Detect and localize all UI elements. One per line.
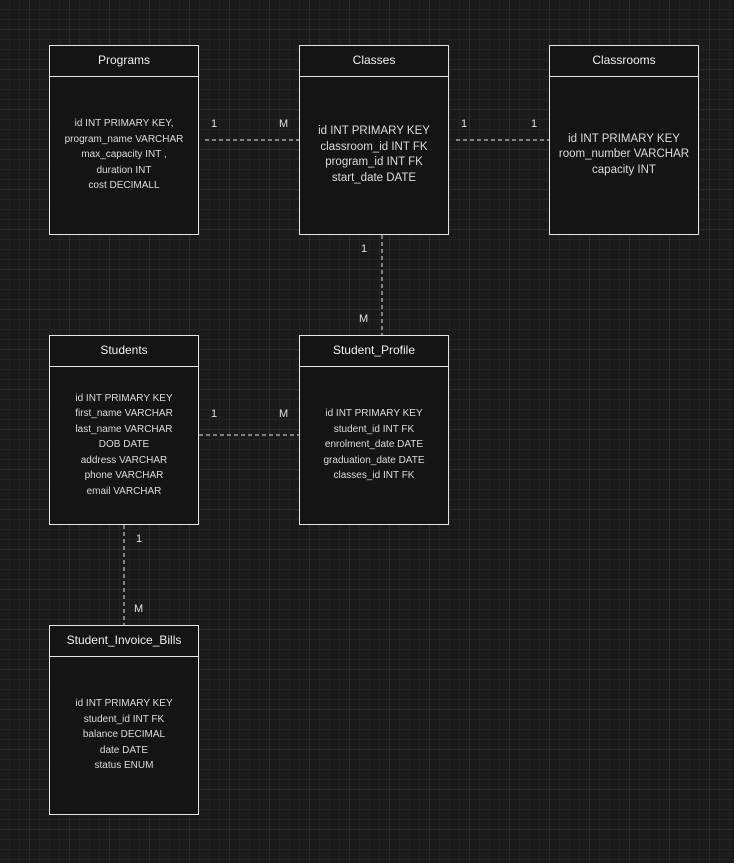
entity-students[interactable]: Students id INT PRIMARY KEY first_name V… [49,335,199,525]
entity-programs-title: Programs [50,46,198,77]
attribute: date DATE [99,744,149,756]
attribute-list: id INT PRIMARY KEY student_id INT FK enr… [324,406,425,484]
entity-classrooms-body: id INT PRIMARY KEY room_number VARCHAR c… [550,76,698,234]
attribute: program_name VARCHAR [64,133,184,145]
attribute-list: id INT PRIMARY KEY first_name VARCHAR la… [75,391,173,500]
attribute: student_id INT FK [333,423,415,435]
attribute-list: id INT PRIMARY KEY, program_name VARCHAR… [65,116,184,194]
attribute: capacity INT [592,163,656,176]
attribute: address VARCHAR [80,454,168,466]
attribute: balance DECIMAL [82,729,166,741]
entity-programs[interactable]: Programs id INT PRIMARY KEY, program_nam… [49,45,199,235]
attribute: enrolment_date DATE [324,439,424,451]
attribute: cost DECIMALL [88,180,160,192]
entity-students-title: Students [50,336,198,367]
cardinality-invoice-bills-many: M [134,603,144,615]
entity-classes[interactable]: Classes id INT PRIMARY KEY classroom_id … [299,45,449,235]
entity-student-invoice-bills-body: id INT PRIMARY KEY student_id INT FK bal… [50,656,198,814]
attribute: id INT PRIMARY KEY, [74,118,174,130]
attribute: graduation_date DATE [323,454,425,466]
attribute: status ENUM [94,760,154,772]
cardinality-student-profile-many-2: M [279,408,289,420]
entity-student-invoice-bills[interactable]: Student_Invoice_Bills id INT PRIMARY KEY… [49,625,199,815]
entity-students-body: id INT PRIMARY KEY first_name VARCHAR la… [50,366,198,524]
attribute: program_id INT FK [325,156,423,168]
attribute-list: id INT PRIMARY KEY room_number VARCHAR c… [559,132,689,179]
cardinality-classes-one-left: 1 [461,118,468,130]
entity-programs-body: id INT PRIMARY KEY, program_name VARCHAR… [50,76,198,234]
attribute: room_number VARCHAR [558,148,690,161]
cardinality-students-one-2: 1 [136,533,143,545]
attribute-list: id INT PRIMARY KEY classroom_id INT FK p… [318,124,430,186]
attribute: classes_id INT FK [333,470,415,482]
entity-student-profile[interactable]: Student_Profile id INT PRIMARY KEY stude… [299,335,449,525]
entity-student-profile-body: id INT PRIMARY KEY student_id INT FK enr… [300,366,448,524]
attribute: email VARCHAR [86,485,162,497]
attribute: DOB DATE [98,439,150,451]
cardinality-programs-one: 1 [211,118,218,130]
attribute: student_id INT FK [83,713,165,725]
entity-classrooms[interactable]: Classrooms id INT PRIMARY KEY room_numbe… [549,45,699,235]
attribute: id INT PRIMARY KEY [325,408,423,420]
attribute: id INT PRIMARY KEY [568,132,680,145]
cardinality-classes-many: M [279,118,289,130]
entity-classrooms-title: Classrooms [550,46,698,77]
entity-student-profile-title: Student_Profile [300,336,448,367]
attribute: duration INT [96,164,152,176]
attribute: id INT PRIMARY KEY [75,392,173,404]
attribute: classroom_id INT FK [320,140,428,153]
cardinality-classrooms-one-right: 1 [531,118,538,130]
cardinality-students-one: 1 [211,408,218,420]
attribute: last_name VARCHAR [75,423,173,435]
attribute: id INT PRIMARY KEY [318,125,430,137]
attribute: phone VARCHAR [84,470,164,482]
attribute-list: id INT PRIMARY KEY student_id INT FK bal… [75,696,172,774]
cardinality-student-profile-many: M [359,313,369,325]
entity-student-invoice-bills-title: Student_Invoice_Bills [50,626,198,657]
entity-classes-body: id INT PRIMARY KEY classroom_id INT FK p… [300,76,448,234]
entity-classes-title: Classes [300,46,448,77]
attribute: id INT PRIMARY KEY [75,698,173,710]
attribute: first_name VARCHAR [75,408,173,420]
attribute: max_capacity INT , [81,149,167,161]
cardinality-classes-one: 1 [361,243,368,255]
attribute: start_date DATE [331,171,417,184]
